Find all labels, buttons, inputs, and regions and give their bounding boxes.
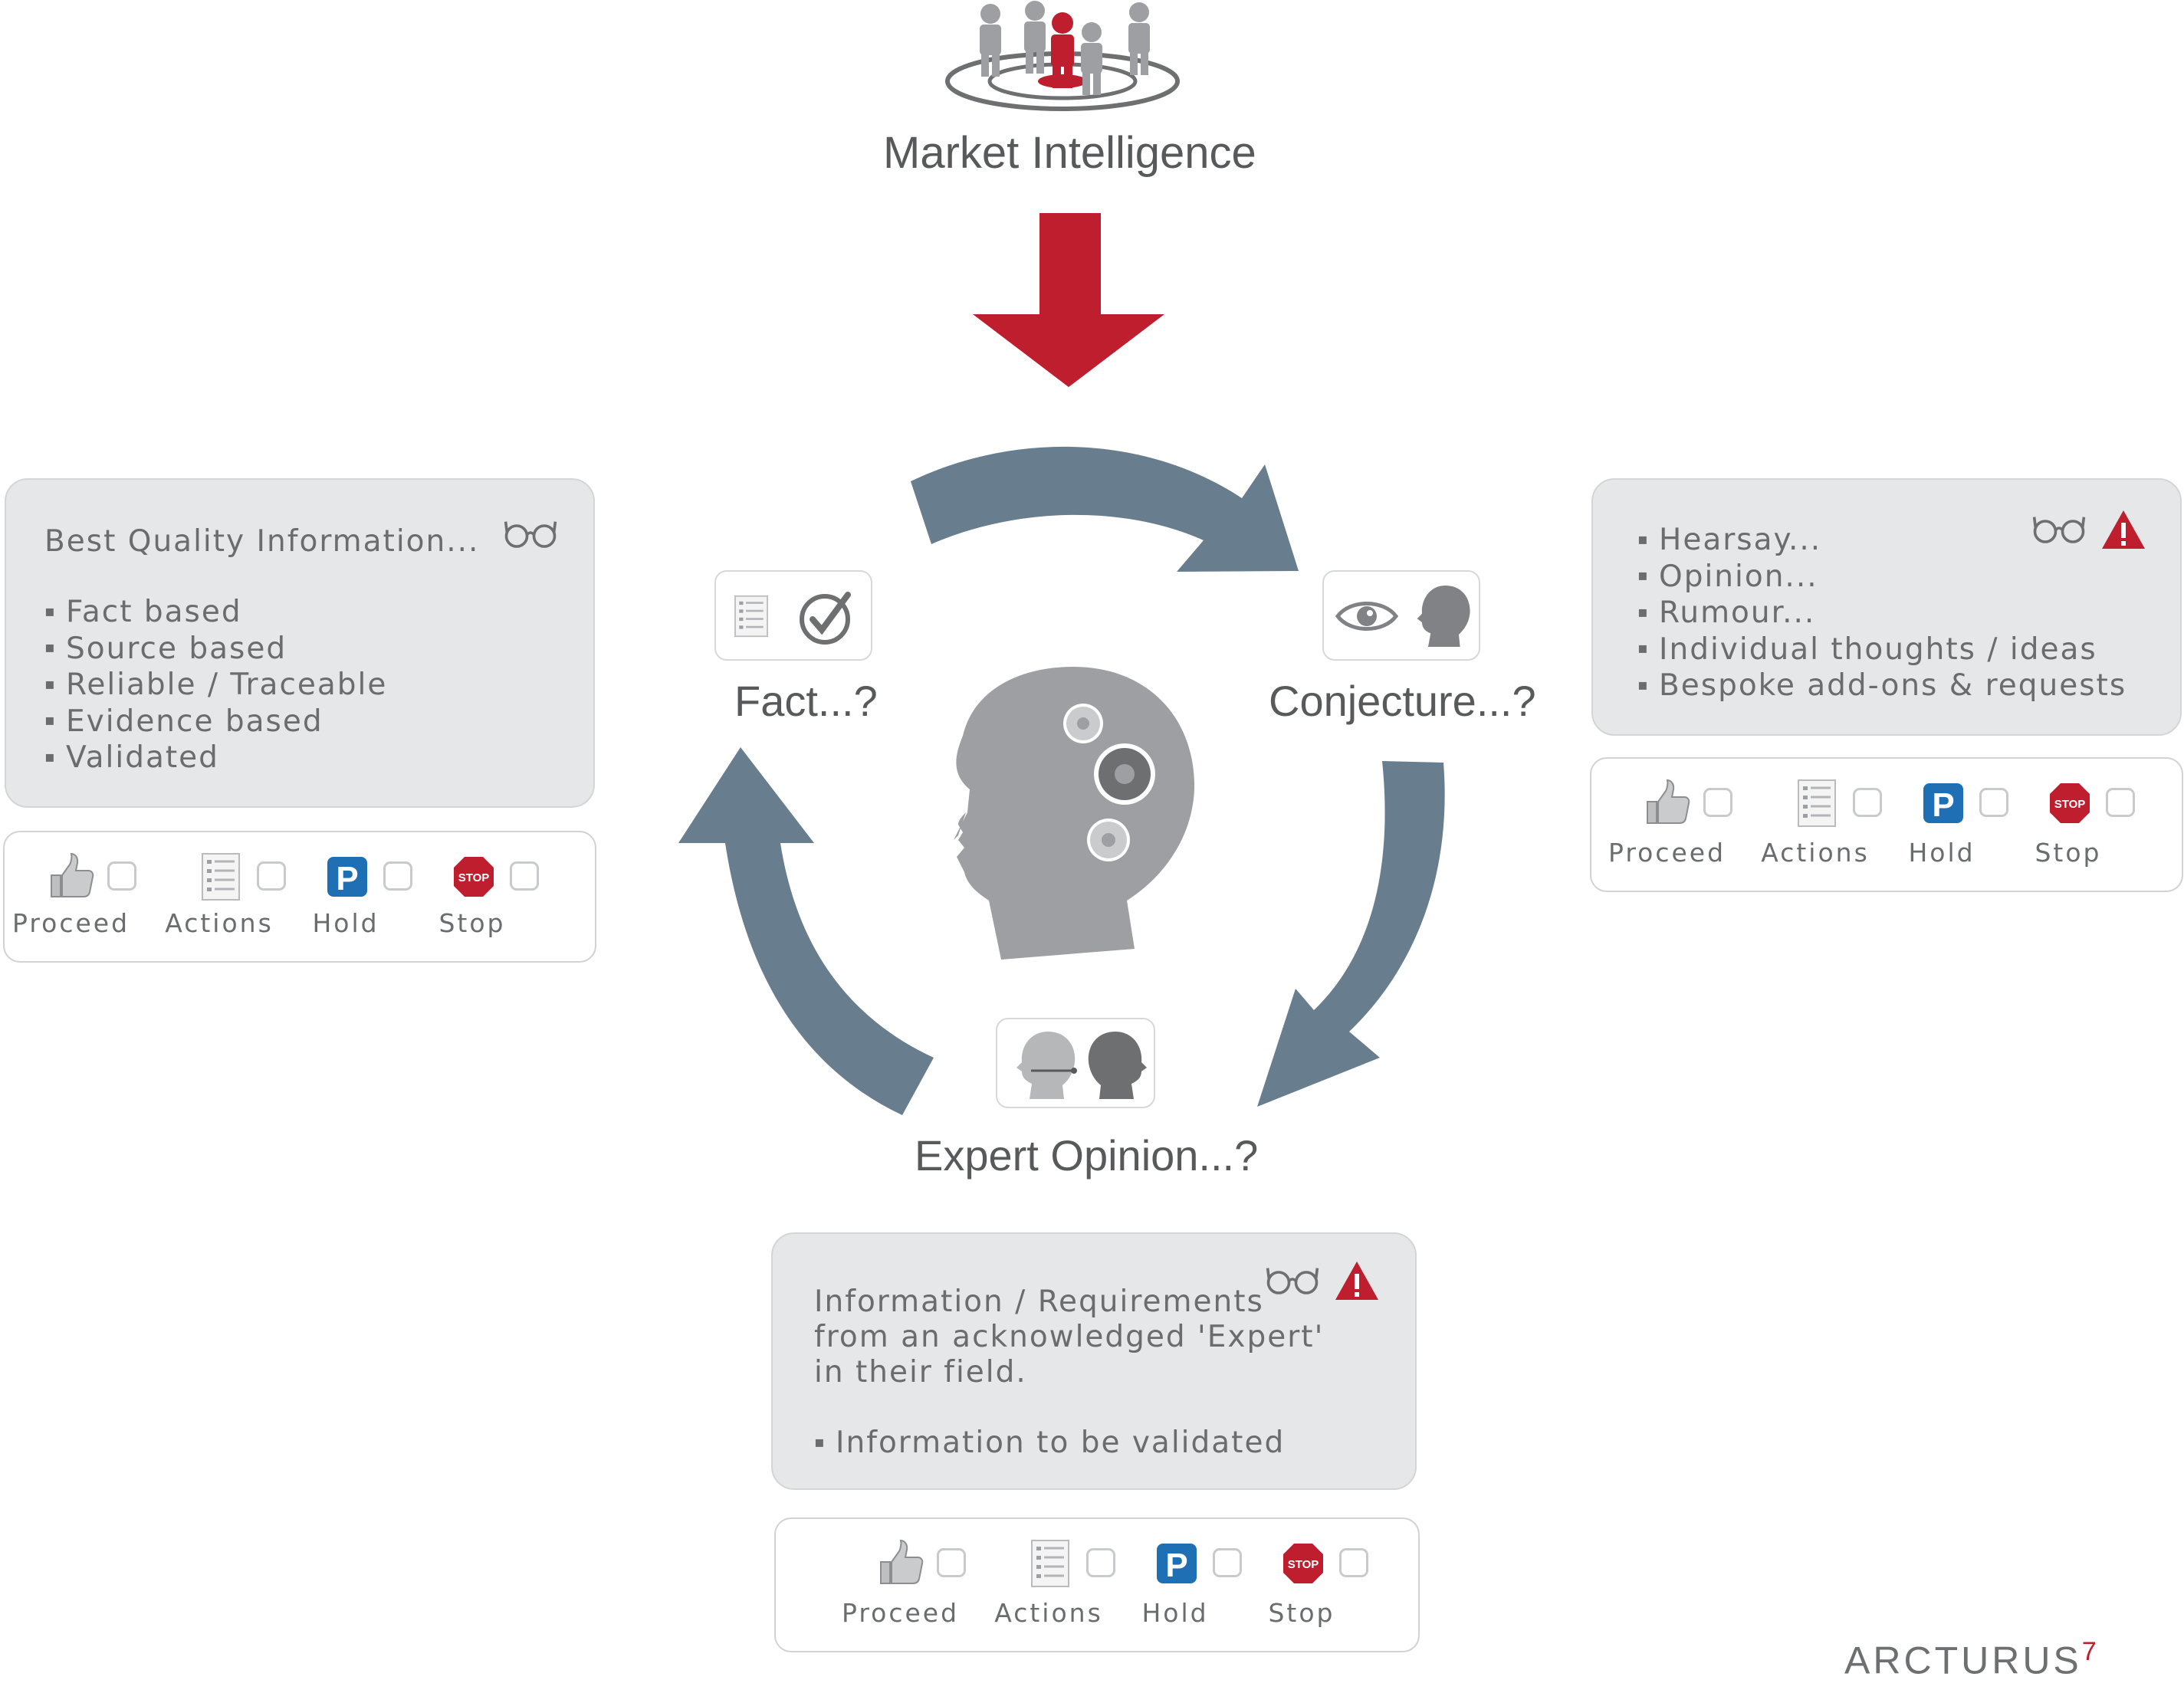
stage-fact-label: Fact...? xyxy=(734,677,878,725)
list-item: Evidence based xyxy=(44,704,387,741)
proceed-option: Proceed xyxy=(842,1519,987,1651)
hold-checkbox[interactable] xyxy=(1213,1548,1242,1577)
proceed-option: Proceed xyxy=(1608,759,1754,891)
stop-checkbox[interactable] xyxy=(2106,788,2135,817)
actions-option: Actions xyxy=(162,832,307,961)
hold-checkbox[interactable] xyxy=(383,861,412,891)
fact-box-heading: Best Quality Information... xyxy=(44,524,480,559)
hold-checkbox[interactable] xyxy=(1979,788,2008,817)
conjecture-info-box: Hearsay... Opinion... Rumour... Individu… xyxy=(1591,478,2182,736)
checklist-icon xyxy=(196,852,245,901)
list-item: Fact based xyxy=(44,595,387,632)
list-item: Rumour... xyxy=(1637,596,2127,632)
proceed-label: Proceed xyxy=(1608,838,1726,868)
thumbs-up-icon xyxy=(876,1539,925,1588)
proceed-label: Proceed xyxy=(842,1598,960,1628)
head-profile-icon xyxy=(1410,581,1471,651)
proceed-checkbox[interactable] xyxy=(107,861,136,891)
fact-action-bar: Proceed Actions Hold Stop xyxy=(3,831,596,963)
stop-label: Stop xyxy=(1268,1598,1335,1628)
hold-label: Hold xyxy=(1908,838,1975,868)
stop-label: Stop xyxy=(2035,838,2102,868)
expert-line: in their field. xyxy=(814,1355,1027,1390)
conjecture-icon-card xyxy=(1322,570,1480,661)
stage-expert-label: Expert Opinion...? xyxy=(915,1131,1259,1180)
list-item: Source based xyxy=(44,632,387,668)
list-item: Reliable / Traceable xyxy=(44,668,387,704)
list-item: Bespoke add-ons & requests xyxy=(1637,668,2127,705)
hold-sign-icon xyxy=(323,852,372,901)
checklist-icon xyxy=(1792,779,1841,828)
proceed-checkbox[interactable] xyxy=(1703,788,1732,817)
list-item: Hearsay... xyxy=(1637,523,2127,559)
list-item: Opinion... xyxy=(1637,559,2127,596)
proceed-checkbox[interactable] xyxy=(937,1548,966,1577)
proceed-option: Proceed xyxy=(12,832,158,961)
checklist-icon xyxy=(730,590,773,642)
actions-checkbox[interactable] xyxy=(1853,788,1882,817)
proceed-label: Proceed xyxy=(12,908,130,938)
thumbs-up-icon xyxy=(1643,779,1692,828)
stop-option: Stop xyxy=(1244,1519,1390,1651)
stop-option: Stop xyxy=(2011,759,2156,891)
brand-logo: ARCTURUS7 xyxy=(1844,1637,2097,1683)
page-title: Market Intelligence xyxy=(883,128,1256,178)
stop-sign-icon xyxy=(449,852,498,901)
actions-label: Actions xyxy=(1761,838,1870,868)
actions-checkbox[interactable] xyxy=(257,861,286,891)
list-item: Individual thoughts / ideas xyxy=(1637,632,2127,669)
down-arrow-icon xyxy=(973,213,1164,387)
fact-icon-card xyxy=(714,570,872,661)
checklist-icon xyxy=(1026,1539,1075,1588)
actions-option: Actions xyxy=(1758,759,1903,891)
stop-option: Stop xyxy=(415,832,560,961)
actions-option: Actions xyxy=(991,1519,1137,1651)
expert-icon-card xyxy=(996,1018,1155,1108)
people-target-icon xyxy=(945,1,1180,111)
fact-bullet-list: Fact based Source based Reliable / Trace… xyxy=(44,595,387,777)
expert-line: from an acknowledged 'Expert' xyxy=(814,1320,1325,1354)
expert-line: Information / Requirements xyxy=(814,1285,1264,1319)
stop-checkbox[interactable] xyxy=(1339,1548,1368,1577)
expert-bullet-list: Information to be validated xyxy=(814,1426,1285,1462)
brand-name: ARCTURUS xyxy=(1844,1639,2082,1682)
actions-checkbox[interactable] xyxy=(1086,1548,1115,1577)
conjecture-bullet-list: Hearsay... Opinion... Rumour... Individu… xyxy=(1637,523,2127,705)
expert-action-bar: Proceed Actions Hold Stop xyxy=(774,1517,1420,1652)
hold-label: Hold xyxy=(312,908,379,938)
brain-gears-icon xyxy=(954,667,1195,960)
hold-label: Hold xyxy=(1141,1598,1209,1628)
stage-conjecture-label: Conjecture...? xyxy=(1269,677,1536,725)
stop-sign-icon xyxy=(1279,1539,1328,1588)
stop-sign-icon xyxy=(2045,779,2094,828)
hold-sign-icon xyxy=(1152,1539,1201,1588)
expert-description: Information / Requirements from an ackno… xyxy=(814,1285,1324,1390)
thumbs-up-icon xyxy=(47,852,96,901)
conjecture-action-bar: Proceed Actions Hold Stop xyxy=(1590,757,2183,892)
cycle-arrows xyxy=(678,446,1445,1115)
brand-mark: 7 xyxy=(2081,1637,2097,1666)
hold-option: Hold xyxy=(1884,759,2030,891)
expert-info-box: Information / Requirements from an ackno… xyxy=(771,1232,1417,1490)
stop-checkbox[interactable] xyxy=(510,861,539,891)
actions-label: Actions xyxy=(994,1598,1103,1628)
hold-option: Hold xyxy=(288,832,434,961)
hold-option: Hold xyxy=(1118,1519,1263,1651)
fact-info-box: Best Quality Information... Fact based S… xyxy=(5,478,595,808)
actions-label: Actions xyxy=(165,908,274,938)
stop-label: Stop xyxy=(438,908,506,938)
glasses-icon xyxy=(503,515,558,550)
expert-heads-icon xyxy=(1016,1032,1147,1099)
eye-icon xyxy=(1335,602,1399,631)
warning-icon xyxy=(1334,1260,1380,1301)
hold-sign-icon xyxy=(1919,779,1968,828)
list-item: Information to be validated xyxy=(814,1426,1285,1462)
checkmark-circle-icon xyxy=(800,592,851,645)
list-item: Validated xyxy=(44,740,387,777)
